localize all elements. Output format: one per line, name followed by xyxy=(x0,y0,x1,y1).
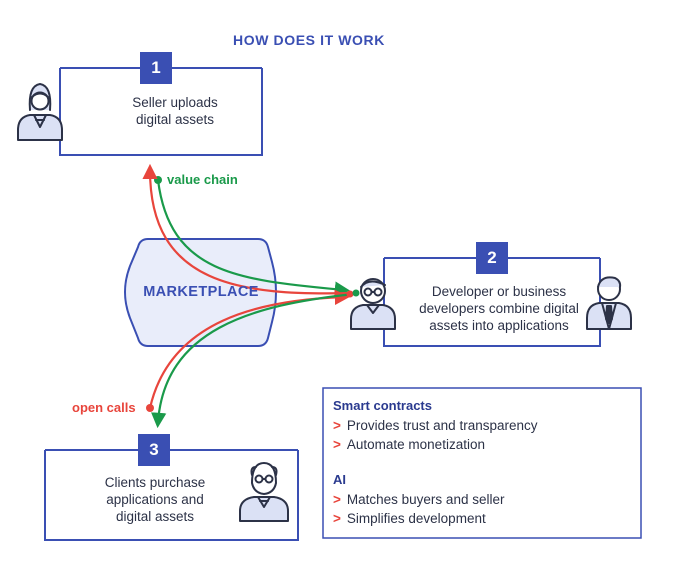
info-content: Smart contracts > Provides trust and tran… xyxy=(333,398,633,526)
value-chain-label: value chain xyxy=(167,172,238,187)
junction-dot-green xyxy=(352,289,360,297)
bullet-marker: > xyxy=(333,511,341,526)
marketplace-label: MARKETPLACE xyxy=(143,284,259,300)
junction-dot-red xyxy=(346,290,354,298)
step-3-line: Clients purchase xyxy=(104,475,206,490)
step-1-box xyxy=(59,52,263,156)
step-2-line: Developer or business xyxy=(431,284,567,299)
businessman-icon xyxy=(586,276,632,330)
step-2-line: developers combine digital xyxy=(419,301,579,316)
info-item-text: Simplifies development xyxy=(346,511,486,526)
smart-contracts-heading: Smart contracts xyxy=(333,398,432,413)
ai-heading: AI xyxy=(333,472,346,487)
open-calls-dot xyxy=(146,404,154,412)
step-1-number: 1 xyxy=(151,58,161,77)
elderly-person-icon xyxy=(239,462,289,522)
value-chain-flow-bottom xyxy=(151,292,355,429)
step-2-text: Developer or business developers combine… xyxy=(404,283,594,334)
step-3-number: 3 xyxy=(149,440,159,459)
info-item-text: Automate monetization xyxy=(346,437,485,452)
step-2-badge xyxy=(476,242,508,274)
info-list-item: > Provides trust and transparency xyxy=(333,418,633,433)
step-1-line: Seller uploads xyxy=(132,95,218,110)
info-item-text: Provides trust and transparency xyxy=(346,418,538,433)
info-list-item: > Automate monetization xyxy=(333,437,633,452)
bullet-marker: > xyxy=(333,437,341,452)
info-item-text: Matches buyers and seller xyxy=(346,492,505,507)
step-1-text: Seller uploads digital assets xyxy=(90,94,260,128)
info-box xyxy=(322,387,642,539)
info-list-item: > Simplifies development xyxy=(333,511,633,526)
page-title: HOW DOES IT WORK xyxy=(233,32,385,48)
step-1-badge xyxy=(140,52,172,84)
step-3-box xyxy=(44,434,299,541)
value-chain-dot xyxy=(154,176,162,184)
bullet-marker: > xyxy=(333,418,341,433)
step-2-line: assets into applications xyxy=(429,318,569,333)
female-person-icon xyxy=(17,83,63,141)
bullet-marker: > xyxy=(333,492,341,507)
info-list-item: > Matches buyers and seller xyxy=(333,492,633,507)
step-3-text: Clients purchase applications and digita… xyxy=(70,474,240,525)
value-chain-flow-top xyxy=(156,179,351,297)
glasses-person-icon xyxy=(350,278,396,330)
step-1-line: digital assets xyxy=(135,112,215,127)
step-2-number: 2 xyxy=(487,248,497,267)
step-3-badge xyxy=(138,434,170,466)
step-3-line: applications and xyxy=(106,492,204,507)
open-calls-flow-top xyxy=(142,163,355,295)
step-3-line: digital assets xyxy=(115,509,195,524)
open-calls-label: open calls xyxy=(72,400,136,415)
